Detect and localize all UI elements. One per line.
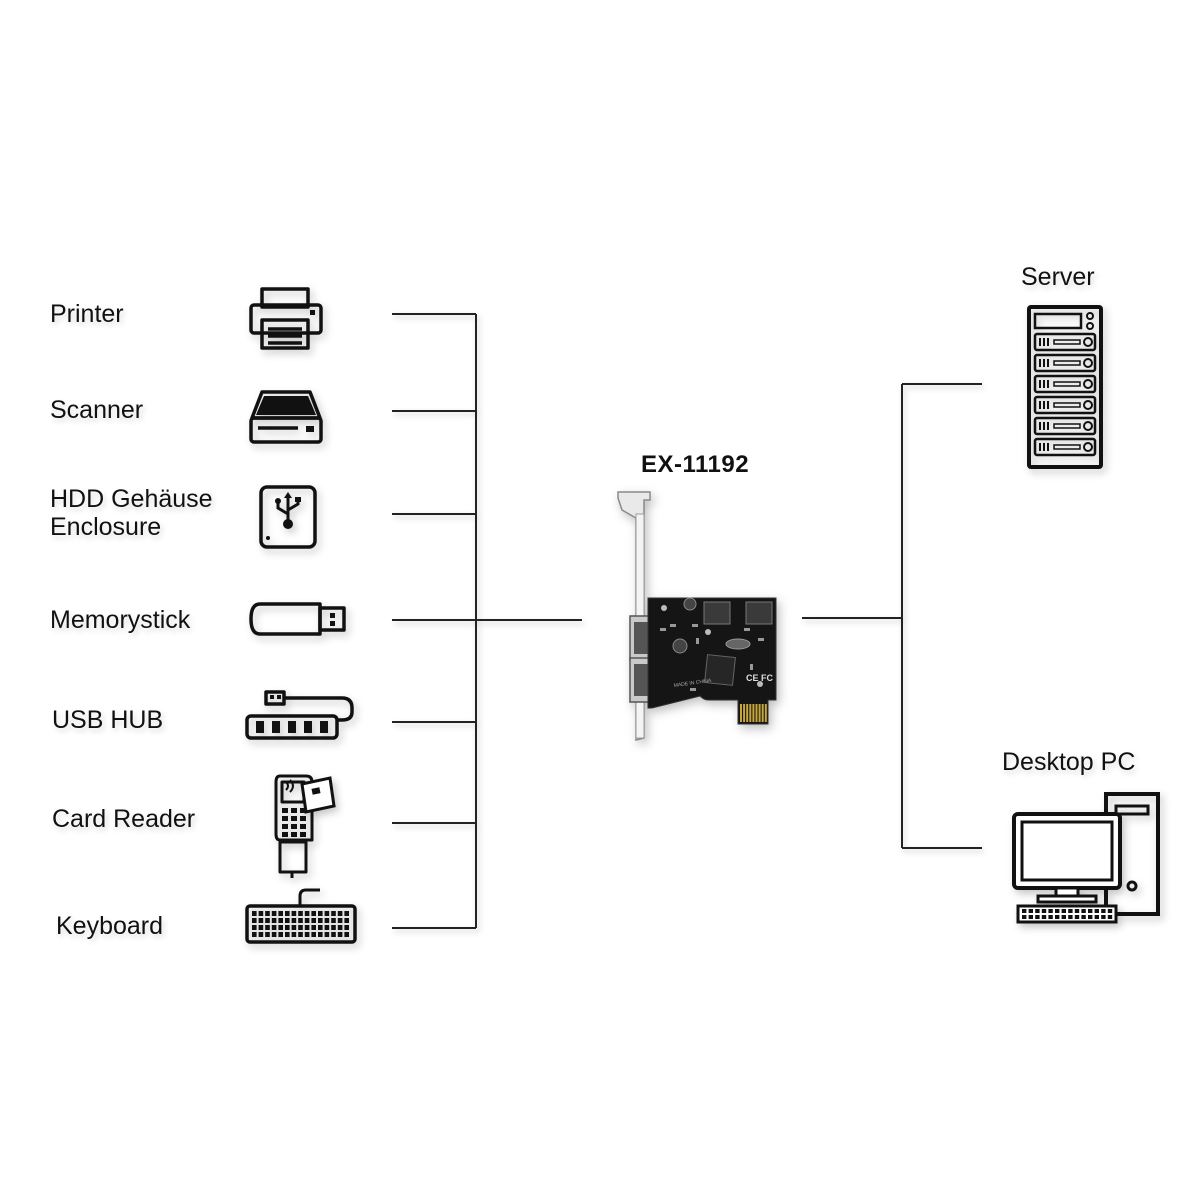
scanner-icon [249,390,323,444]
usb-hub-icon [245,690,354,740]
pcie-usb-card: CE FC MADE IN CHINA [617,491,777,741]
label-printer: Printer [50,300,124,328]
card-model-title: EX-11192 [641,451,750,478]
printer-icon [249,287,323,350]
label-server: Server [1021,263,1095,291]
card-reader-icon [274,774,336,878]
desktop-pc-icon [1012,792,1160,924]
keyboard-icon [245,888,357,944]
server-icon [1027,305,1103,469]
label-hdd-line2: Enclosure [50,513,162,541]
card-ce-mark: CE FC [746,673,774,683]
label-usb-hub: USB HUB [52,706,164,734]
usb-hdd-icon [259,485,317,549]
label-memorystick: Memorystick [50,606,191,634]
label-card-reader: Card Reader [52,805,196,833]
label-scanner: Scanner [50,396,144,424]
label-desktop-pc: Desktop PC [1002,748,1136,776]
usb-stick-icon [249,602,346,636]
label-keyboard: Keyboard [56,912,164,940]
label-hdd-line1: HDD Gehäuse [50,485,213,513]
card-silk-text: MADE IN CHINA [673,678,712,689]
